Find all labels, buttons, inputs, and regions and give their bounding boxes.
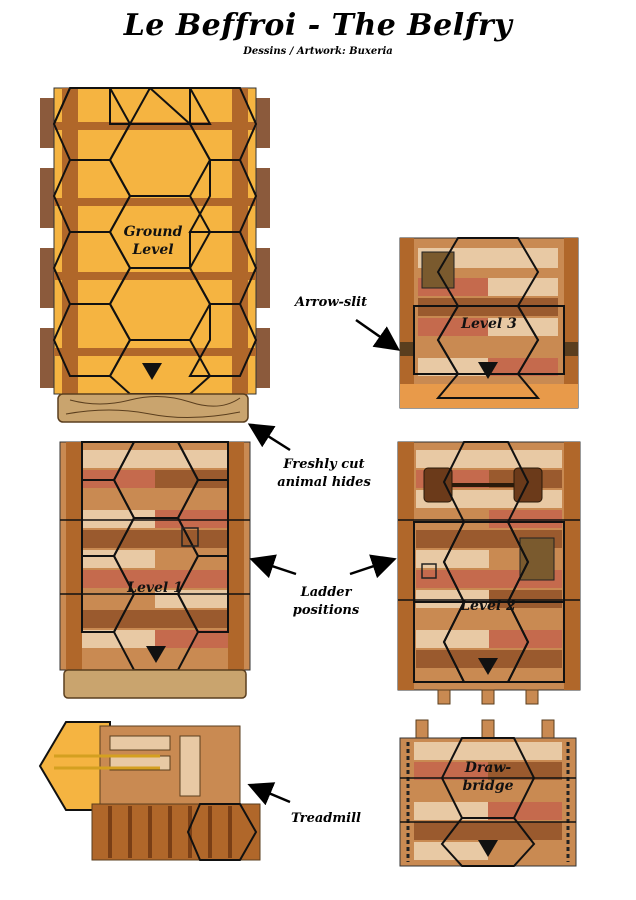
beam-lines <box>398 519 580 601</box>
treadmill-hex-outline <box>186 803 258 861</box>
ground-level-tile[interactable]: Ground Level <box>40 87 270 426</box>
level-1-tile[interactable]: Level 1 <box>59 441 251 702</box>
beams <box>54 88 256 394</box>
ladder-marker-icon <box>478 658 498 675</box>
bridge-pegs <box>415 719 555 739</box>
beam-lines <box>400 777 576 823</box>
wooden-base <box>63 669 247 699</box>
treadmill-caption: Treadmill <box>276 810 376 828</box>
treadmill-arrow <box>247 782 291 806</box>
arrow-slit-arrow <box>355 318 401 351</box>
support-pegs <box>437 689 539 705</box>
arrow-slit-caption: Arrow-slit <box>276 294 386 312</box>
arrow-slit-text: Arrow-slit <box>294 295 368 310</box>
ladder-arrow-right <box>349 554 397 579</box>
hex-grid <box>440 737 536 867</box>
drawbridge-chains <box>406 742 570 862</box>
hides-caption: Freshly cut animal hides <box>262 456 386 492</box>
chain-hinges <box>423 467 543 503</box>
level-1-label: Level 1 <box>126 580 183 596</box>
rope-drum <box>54 754 160 770</box>
side-studs <box>40 98 270 388</box>
ladder-arrow-left <box>249 554 297 579</box>
drawbridge-label-line1: Draw- <box>464 760 512 776</box>
hex-grid <box>52 87 258 395</box>
stone-base <box>57 393 249 423</box>
treadmill-text: Treadmill <box>291 811 361 826</box>
ground-level-label-line1: Ground <box>124 224 183 240</box>
ladder-marker-icon <box>146 646 166 663</box>
hides-arrow <box>247 423 291 452</box>
drawbridge-label-line2: bridge <box>463 778 514 794</box>
level-2-tile[interactable]: Level 2 <box>397 441 581 705</box>
ladder-marker-icon <box>478 840 498 857</box>
ladder-line2: positions <box>292 603 360 618</box>
level-3-tile[interactable]: Level 3 <box>399 237 579 409</box>
artwork-credit: Dessins / Artwork: Buxeria <box>243 46 393 57</box>
drawbridge-tile[interactable]: Draw- bridge <box>399 719 577 872</box>
ground-level-label-line2: Level <box>131 242 173 258</box>
arrow-slit-square <box>421 251 455 289</box>
ladder-marker-icon <box>142 363 162 380</box>
treadmill-tile[interactable] <box>38 716 262 866</box>
page-title: Le Beffroi - The Belfry <box>123 8 513 43</box>
planks <box>414 742 562 860</box>
wheel-rungs <box>108 806 232 858</box>
ladder-caption: Ladder positions <box>276 584 376 620</box>
planks <box>80 450 230 648</box>
hex-grid <box>81 441 229 671</box>
hex-grid <box>413 237 565 399</box>
hides-line1: Freshly cut <box>283 457 365 472</box>
ladder-marker-icon <box>478 362 498 379</box>
hex-grid <box>413 441 565 683</box>
ladder-slot <box>181 527 199 547</box>
ladder-line1: Ladder <box>300 585 352 600</box>
level-3-label: Level 3 <box>460 316 517 332</box>
ladder-slot <box>421 563 437 579</box>
level-2-label: Level 2 <box>459 598 516 614</box>
hides-line2: animal hides <box>277 475 371 490</box>
